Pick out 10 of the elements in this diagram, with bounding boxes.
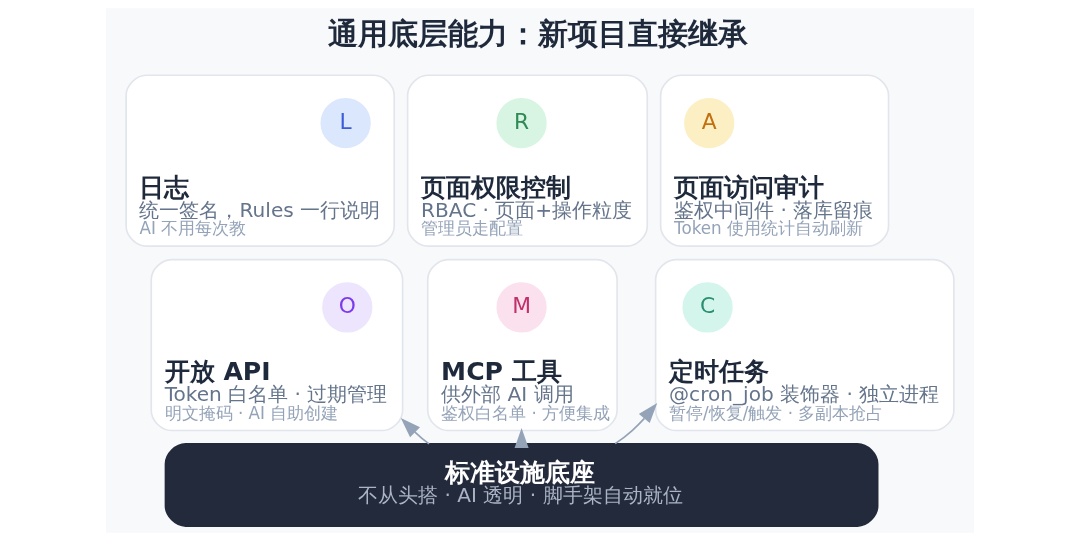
node-circle: C <box>682 282 733 333</box>
node-circle: L <box>320 97 371 149</box>
node-circle: M <box>496 282 547 333</box>
node-circle: O <box>322 282 373 333</box>
arrow <box>514 428 529 449</box>
node-circle: A <box>684 97 735 149</box>
arrow <box>614 403 658 445</box>
node-circle: R <box>496 97 547 149</box>
arrow <box>400 418 430 445</box>
diagram-title: 通用底层能力：新项目直接继承 <box>328 16 749 52</box>
